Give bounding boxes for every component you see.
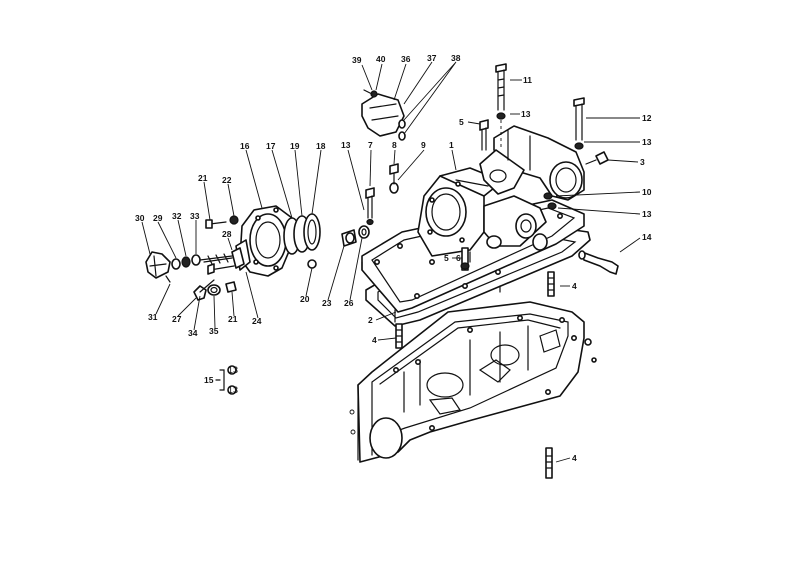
bolt-5	[479, 119, 489, 151]
callout-4c: 4	[572, 453, 577, 463]
callout-labels: 39 40 36 37 38 11 13 5 12 13 3 10 13 14 …	[135, 53, 652, 463]
callout-14: 14	[642, 232, 652, 242]
bypass-hose	[578, 250, 619, 275]
callout-36: 36	[401, 54, 411, 64]
callout-30: 30	[135, 213, 145, 223]
callout-20: 20	[300, 294, 310, 304]
water-pump	[231, 205, 293, 277]
callout-19: 19	[290, 141, 300, 151]
callout-8: 8	[392, 140, 397, 150]
callout-15: 15	[204, 375, 214, 385]
callout-7: 7	[368, 140, 373, 150]
callout-17: 17	[266, 141, 276, 151]
callout-39: 39	[352, 55, 362, 65]
bolt-12	[573, 97, 585, 150]
callout-13c: 13	[642, 209, 652, 219]
lower-housing	[349, 301, 597, 463]
drain-plug-parts	[193, 263, 237, 301]
callout-28: 28	[222, 229, 232, 239]
callout-37: 37	[427, 53, 437, 63]
callout-5a: 5	[459, 117, 464, 127]
adapter-parts	[341, 225, 370, 247]
callout-13d: 13	[341, 140, 351, 150]
bolt-3	[585, 151, 609, 165]
callout-15-lower: 13	[228, 385, 238, 395]
callout-4a: 4	[372, 335, 377, 345]
callout-16: 16	[240, 141, 250, 151]
callout-18: 18	[316, 141, 326, 151]
part-20	[307, 259, 317, 269]
pump-bolts	[205, 215, 239, 229]
callout-11: 11	[523, 75, 532, 85]
bolt-8	[389, 163, 399, 194]
flange-housing	[417, 167, 548, 263]
callout-9: 9	[421, 140, 426, 150]
callout-2: 2	[368, 315, 373, 325]
bolt-11	[495, 63, 507, 150]
pulley-and-washers	[145, 251, 233, 283]
callout-29: 29	[153, 213, 163, 223]
callout-26: 26	[344, 298, 354, 308]
callout-40: 40	[376, 54, 386, 64]
callout-5b: 5	[444, 253, 449, 263]
bolt-7	[365, 187, 375, 226]
callout-34: 34	[188, 328, 198, 338]
callout-32: 32	[172, 211, 182, 221]
part-13-washers	[543, 192, 557, 210]
callout-13a: 13	[521, 109, 531, 119]
part-15-group	[215, 365, 237, 395]
callout-13b: 13	[642, 137, 652, 147]
callout-31: 31	[148, 312, 158, 322]
leader-lines	[141, 61, 641, 463]
callout-22: 22	[222, 175, 232, 185]
callout-21a: 21	[198, 173, 208, 183]
callout-23: 23	[322, 298, 332, 308]
callout-3: 3	[640, 157, 645, 167]
callout-15-upper: 13	[228, 365, 238, 375]
pump-seal-rings	[283, 213, 321, 255]
callout-38: 38	[451, 53, 461, 63]
stud-4-middle	[395, 323, 403, 349]
filler-cap-assembly	[361, 89, 406, 141]
callout-4b: 4	[572, 281, 577, 291]
callout-27: 27	[172, 314, 182, 324]
thermostat-housing	[479, 125, 585, 201]
callout-10: 10	[642, 187, 652, 197]
stud-6	[460, 247, 470, 271]
callout-6: 6	[456, 253, 461, 263]
callout-12: 12	[642, 113, 652, 123]
callout-33: 33	[190, 211, 200, 221]
callout-35: 35	[209, 326, 219, 336]
stud-4-upper	[547, 271, 555, 297]
callout-24: 24	[252, 316, 262, 326]
callout-1: 1	[449, 140, 454, 150]
callout-21b: 21	[228, 314, 238, 324]
stud-4-lower	[545, 447, 553, 479]
